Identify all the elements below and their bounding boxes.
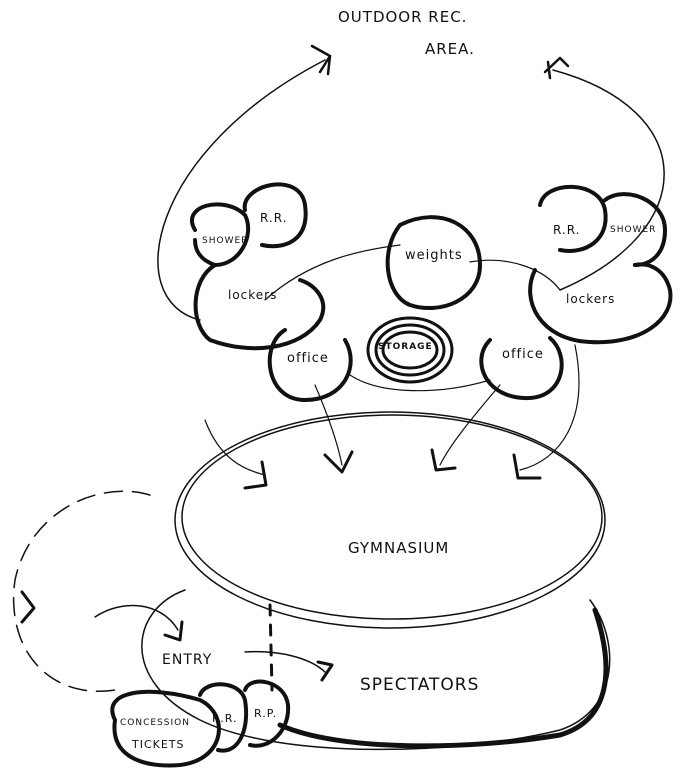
connector-office-storage — [349, 374, 491, 392]
arrowhead-gym-3 — [430, 448, 457, 472]
concession-label-line2: TICKETS — [132, 738, 185, 751]
weights-label: weights — [405, 248, 463, 263]
arrow-lockers-right-to-gym — [519, 344, 580, 471]
connector-lockers-weights-right — [469, 259, 561, 291]
rr-left-bubble — [242, 182, 308, 249]
arrow-to-outdoor-left — [157, 59, 326, 321]
arrow-entry-to-spectators — [244, 650, 326, 673]
rr-right-label: R.R. — [553, 223, 581, 237]
rr-bottom-bubble-1 — [198, 682, 249, 753]
rr-left-label: R.R. — [260, 211, 288, 225]
arrowhead-entry — [163, 620, 184, 642]
arrowhead-gym-2 — [323, 450, 354, 474]
arrowhead-outdoor-left — [310, 44, 332, 76]
rr-bottom-bubble-2 — [243, 679, 291, 748]
gymnasium-bubble — [174, 411, 606, 629]
lockers-right-label: lockers — [566, 292, 616, 306]
office-left-bubble — [267, 328, 353, 402]
storage-label: STORAGE — [378, 342, 433, 352]
connector-lockers-weights-left — [264, 244, 401, 301]
arrowhead-spectators — [316, 660, 334, 682]
gymnasium-label: GYMNASIUM — [348, 539, 450, 557]
rr-bottom-label-1: R.R. — [212, 712, 238, 725]
entry-label: ENTRY — [162, 652, 213, 668]
rr-bottom-label-2: R.P. — [254, 707, 278, 720]
lockers-left-label: lockers — [228, 288, 278, 302]
arrow-office-right-to-gym — [439, 384, 501, 466]
divider-entry — [268, 603, 274, 692]
concession-bubble — [110, 689, 221, 768]
outdoor-area-label-line2: AREA. — [425, 40, 475, 58]
office-right-bubble — [479, 336, 564, 401]
office-left-label: office — [287, 351, 329, 366]
outdoor-area-label-line1: OUTDOOR REC. — [338, 8, 468, 26]
arrowhead-outdoor-right — [543, 56, 570, 80]
spectators-bubble — [141, 589, 611, 751]
shower-left-bubble — [190, 202, 251, 267]
office-right-label: office — [502, 347, 544, 362]
arrow-office-to-gym — [314, 384, 343, 466]
spectators-label: SPECTATORS — [360, 675, 480, 695]
arrow-lockers-to-gym — [204, 419, 266, 476]
shower-right-bubble — [603, 192, 667, 267]
shower-left-label: SHOWER — [202, 236, 249, 246]
lockers-left-bubble — [193, 263, 326, 351]
rr-right-bubble — [538, 184, 608, 253]
weights-bubble — [385, 215, 482, 311]
storage-bubble — [366, 316, 454, 384]
arrowhead-gym-4 — [512, 453, 542, 480]
arrow-to-outdoor-right — [552, 69, 665, 291]
outdoor-dashed-circle — [12, 490, 151, 692]
lockers-right-bubble — [528, 262, 673, 345]
shower-right-label: SHOWER — [610, 225, 657, 235]
spectators-bubble-heavy — [277, 607, 609, 749]
arrowhead-outdoor-entry — [20, 590, 36, 624]
arrow-outdoor-to-entry — [94, 604, 179, 631]
concession-label-line1: CONCESSION — [120, 718, 190, 728]
arrowhead-gym-1 — [243, 460, 268, 490]
